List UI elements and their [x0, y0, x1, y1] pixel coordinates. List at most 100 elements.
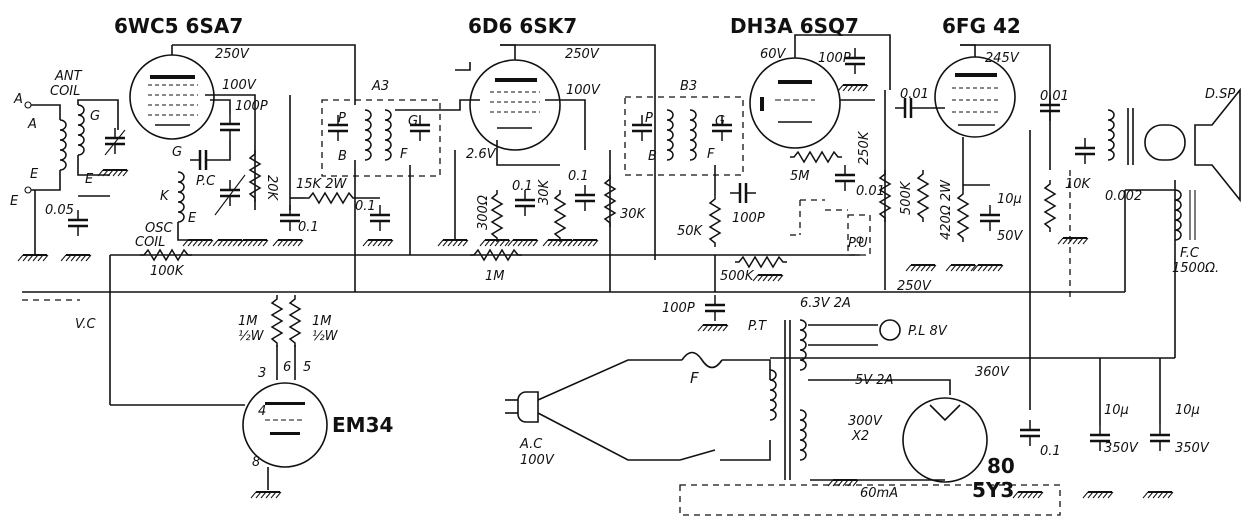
r-1m-label: 1M [485, 269, 505, 284]
r-100k-label: 100K [150, 264, 185, 279]
output-stage [879, 44, 1044, 499]
c-01-b: 0.1 [355, 199, 376, 214]
a3-p: P [338, 111, 346, 126]
if-transformer-b3 [624, 96, 758, 332]
c-100p-d: 100P [818, 51, 851, 66]
r-30k-a-label: 30K [537, 178, 552, 205]
hv-x2: X2 [851, 429, 869, 444]
current-60ma: 60mA [860, 486, 898, 501]
coil-g: G [90, 109, 100, 124]
tube1-label: 6WC5 6SA7 [114, 14, 243, 38]
rect-label-5y3: 5Y3 [972, 478, 1014, 502]
em34-pin5: 5 [303, 360, 311, 375]
c-01-c: 0.1 [512, 179, 533, 194]
r-5m-label: 5M [790, 169, 810, 184]
c-10u-c: 10μ [1175, 403, 1200, 418]
c-350v-b: 350V [1175, 441, 1210, 456]
coil-a: A [27, 117, 37, 132]
rect-label-80: 80 [987, 454, 1015, 478]
r-1m-b-label: 1M [312, 314, 332, 329]
speaker-section [1038, 87, 1241, 300]
terminal-e: E [10, 194, 19, 209]
oscillator-section [177, 95, 304, 247]
em34-label: EM34 [332, 413, 393, 437]
b3-label: B3 [680, 79, 697, 94]
hv-300v: 300V [848, 414, 883, 429]
r-half-w-b: ½W [312, 329, 339, 344]
v-250-b: 250V [565, 47, 600, 62]
r-30k-b-label: 30K [620, 207, 647, 222]
if-transformer-a3 [321, 99, 480, 255]
c-350v-a: 350V [1104, 441, 1139, 456]
r-1m-a-label: 1M [238, 314, 258, 329]
em34-pin4: 4 [258, 404, 266, 419]
r-15k [290, 192, 380, 204]
c-01-a: 0.1 [298, 220, 319, 235]
v-250-c: 250V [897, 279, 932, 294]
ac-label: A.C [519, 437, 543, 452]
v-26: 2.6V [466, 147, 497, 162]
fc-label: F.C [1180, 246, 1200, 261]
a3-g: G [408, 114, 418, 129]
c-10u-b: 10μ [1104, 403, 1129, 418]
ant-label: ANT [54, 69, 83, 84]
ac-volt: 100V [520, 453, 555, 468]
c-100p-c: 100P [662, 301, 695, 316]
r-20k-label: 20K [264, 175, 279, 202]
coil-e: E [30, 167, 39, 182]
pc-label: P.C [196, 174, 216, 189]
a3-f: F [400, 147, 408, 162]
c-50v: 50V [997, 229, 1024, 244]
osc-coil-label: COIL [135, 235, 165, 250]
em34-pin6: 6 [283, 360, 291, 375]
b3-p: P [645, 111, 653, 126]
a3-b: B [338, 149, 347, 164]
c-001-b: 0.01 [900, 87, 929, 102]
osc-label: OSC [145, 221, 173, 236]
osc-k: K [160, 189, 170, 204]
c-001-c: 0.01 [1040, 89, 1069, 104]
c-10u-a: 10μ [997, 192, 1022, 207]
v-60: 60V [760, 47, 787, 62]
if-amplifier-tube [437, 44, 616, 261]
power-supply [505, 319, 1174, 516]
c-001-a: 0.01 [856, 184, 885, 199]
heater-63v: 6.3V 2A [800, 296, 851, 311]
em34-tuning-eye [22, 255, 328, 499]
em34-pin8: 8 [252, 455, 260, 470]
v-245: 245V [985, 51, 1020, 66]
r-420-label: 420Ω 2W [939, 179, 954, 240]
v-250-a: 250V [215, 47, 250, 62]
b3-b: B [648, 149, 657, 164]
r-250k-label: 250K [857, 130, 872, 165]
converter-tube [129, 44, 256, 210]
r-10k-label: 10K [1065, 177, 1092, 192]
fuse-label: F [690, 369, 699, 387]
r-500k-vol: 500K [720, 269, 755, 284]
em34-pin3: 3 [258, 366, 266, 381]
pt-label: P.T [748, 319, 767, 334]
c-01-e: 0.1 [1040, 444, 1061, 459]
r-15k-label: 15K 2W [296, 177, 347, 192]
c-0002: 0.002 [1105, 189, 1142, 204]
c-100p-a: 100P [235, 99, 268, 114]
osc-e: E [188, 211, 197, 226]
pu-label: P.U [848, 236, 868, 251]
antenna-input [17, 99, 129, 262]
tube2-label: 6D6 6SK7 [468, 14, 577, 38]
b3-f: F [707, 147, 715, 162]
a3-label: A3 [371, 79, 389, 94]
fc-value: 1500Ω. [1172, 261, 1219, 276]
v-360: 360V [975, 365, 1010, 380]
terminal-a: A [13, 92, 23, 107]
ant-coil-label: COIL [50, 84, 80, 99]
osc-g: G [172, 145, 182, 160]
tube4-label: 6FG 42 [942, 14, 1021, 38]
detector-tube [734, 34, 875, 282]
coil-e2: E [85, 172, 94, 187]
v-100-b: 100V [566, 83, 601, 98]
heater-5v: 5V 2A [855, 373, 893, 388]
r-50k-label: 50K [677, 224, 704, 239]
c-100p-b: 100P [732, 211, 765, 226]
